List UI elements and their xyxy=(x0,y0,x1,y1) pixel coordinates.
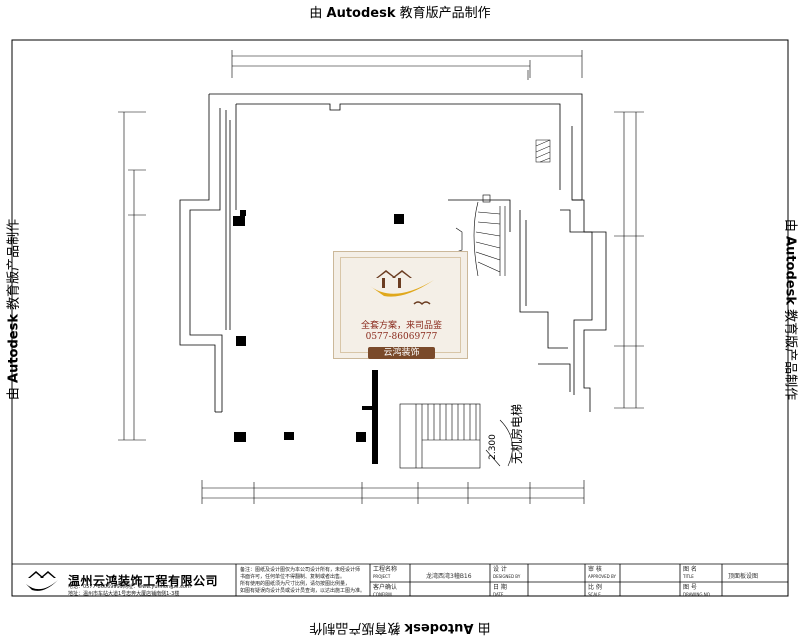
note-line-3: 所有使用的图纸须为尺寸比例，请勿按图比例量， xyxy=(240,581,351,587)
date-label-en: DATE xyxy=(493,592,504,597)
machine-room-label: 无机房电梯 xyxy=(510,403,524,464)
client-label: 客户确认 xyxy=(373,584,398,591)
scale-label-en: SCALE xyxy=(588,592,601,597)
drawing-name-label-en: TITLE xyxy=(683,574,694,579)
lower-staircase xyxy=(399,403,513,469)
scale-label: 比 例 xyxy=(588,584,602,591)
right-dimension-lines xyxy=(614,111,644,409)
design-label: 设 计 xyxy=(493,566,507,573)
title-block-logo-icon xyxy=(26,571,58,591)
drawing-no-label: 图 号 xyxy=(683,584,697,591)
note-line-2: 书面许可，任何单位不得翻制、复制或者出售。 xyxy=(240,574,346,580)
elevation-label: 2.300 xyxy=(487,434,498,460)
drawing-no-label-en: DRAWING NO xyxy=(683,592,710,597)
client-label-en: CONFIRM xyxy=(373,592,392,597)
review-label-en: APPROVED BY xyxy=(588,574,617,579)
title-block-frame xyxy=(12,563,788,596)
promo-phone: 0577-86069777 xyxy=(365,332,438,342)
promo-card: 全套方案，来司品鉴 0577-86069777 云鸿装饰 xyxy=(333,251,468,359)
outer-walls xyxy=(179,93,607,413)
promo-brand: 云鸿装饰 xyxy=(368,347,435,359)
company-phone: 电话：0577-86069999网址：www.yunhongzs.com xyxy=(68,584,191,590)
drawing-name-label: 图 名 xyxy=(683,566,697,573)
note-line-1: 备注：图纸及设计图仅为本公司设计所有，未经设计师 xyxy=(240,567,361,573)
top-dimension-lines xyxy=(231,50,583,80)
review-label: 审 核 xyxy=(588,566,602,573)
watermark-top: 由 Autodesk 教育版产品制作 xyxy=(309,6,491,21)
design-label-en: DESIGNED BY xyxy=(493,574,521,579)
project-value: 龙湾西湾3幢B16 xyxy=(426,573,472,580)
date-label: 日 期 xyxy=(493,584,507,591)
sheet-border xyxy=(11,39,789,597)
company-address: 地址：温州市车站大道1号忠奔大厦店铺南侧1-3楼 xyxy=(68,591,180,597)
upper-staircase xyxy=(455,194,506,277)
project-label-en: PROJECT xyxy=(373,574,391,579)
company-logo-icon xyxy=(370,270,434,306)
promo-slogan: 全套方案，来司品鉴 xyxy=(360,321,442,331)
structural-columns xyxy=(233,210,404,464)
project-label: 工程名称 xyxy=(373,566,398,573)
company-name: 温州云鸿装饰工程有限公司 xyxy=(68,574,219,588)
left-dimension-lines xyxy=(118,111,146,441)
bottom-dimension-lines xyxy=(201,480,585,504)
drawing-name-value: 顶面板设图 xyxy=(728,573,759,580)
note-line-4: 如图有疑误向设计员或设计员查询，以达出施工图为准。 xyxy=(240,588,366,594)
hatched-fixture xyxy=(535,139,551,163)
